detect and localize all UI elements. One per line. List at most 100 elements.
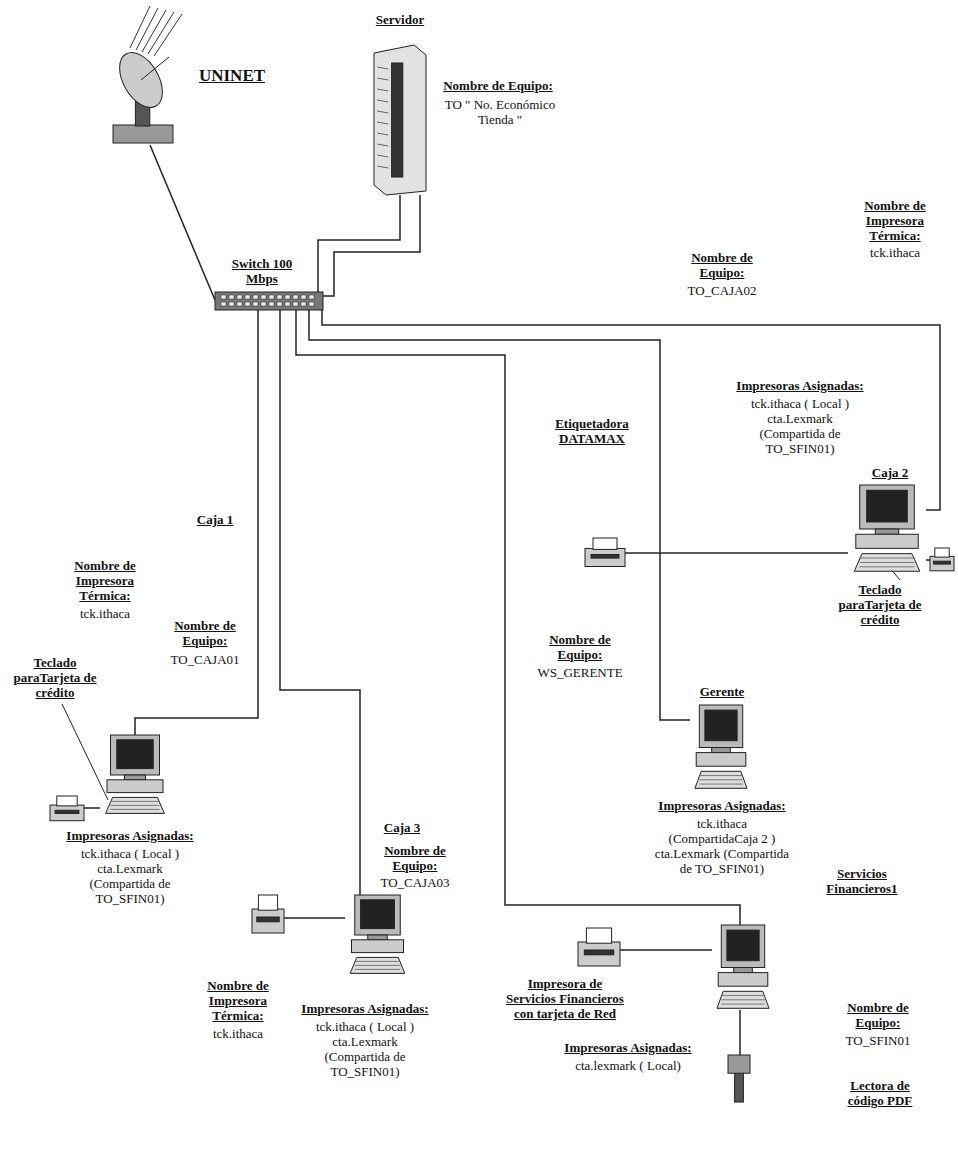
icon-part (721, 925, 764, 968)
network-cable (318, 195, 400, 292)
icon-part (377, 122, 388, 124)
server-tower: ServidorNombre de Equipo:TO " No. Económ… (358, 45, 438, 195)
icon-part (245, 302, 250, 306)
thermal-printer: Nombre de Impresora Térmica:tck.ithaca (930, 548, 954, 572)
icon-part (293, 302, 298, 306)
icon-part (229, 302, 234, 306)
icon-part (935, 548, 949, 557)
icon-part (377, 155, 388, 157)
barcode-reader: Lectora de código PDF (728, 1055, 750, 1103)
icon-part (111, 735, 160, 775)
workstation: Caja 1Nombre de Equipo:TO_CAJA01Impresor… (100, 735, 170, 815)
device-detail: tck.ithaca (60, 606, 150, 621)
workstation: GerenteNombre de Equipo:WS_GERENTEImpres… (690, 705, 752, 790)
icon-part (860, 558, 915, 559)
icon-part (377, 89, 388, 91)
icon-part (111, 805, 160, 806)
icon-part (55, 810, 79, 813)
icon-part (696, 753, 746, 767)
network-cable (135, 310, 258, 735)
network-printer: Impresora de Servicios Financieros con t… (578, 928, 620, 968)
icon-part (309, 302, 314, 306)
icon-part (285, 302, 290, 306)
icon-part (269, 302, 274, 306)
device-heading: Nombre de Equipo: (672, 250, 772, 280)
icon-part (585, 549, 625, 567)
network-cable (620, 949, 712, 951)
device-heading: Impresoras Asignadas: (553, 1040, 703, 1055)
icon-part (141, 57, 169, 80)
device-heading: Servidor (355, 12, 445, 27)
icon-part (930, 548, 954, 571)
network-cable (926, 559, 930, 561)
icon-part (586, 928, 611, 943)
device-detail: tck.ithaca (193, 1026, 283, 1041)
pc-icon (712, 925, 774, 1010)
icon-part (875, 529, 898, 534)
icon-part (699, 775, 742, 776)
icon-part (252, 909, 284, 933)
icon-part (111, 45, 171, 115)
icon-part (293, 295, 298, 299)
icon-part (585, 538, 625, 567)
device-detail: TO_SFIN01 (828, 1033, 928, 1048)
icon-part (377, 144, 388, 146)
icon-part (860, 566, 915, 567)
device-detail: TO_CAJA01 (160, 652, 250, 667)
icon-part (368, 935, 388, 940)
icon-part (350, 895, 405, 973)
device-heading: Gerente (687, 684, 757, 699)
icon-part (854, 485, 920, 571)
icon-part (712, 748, 731, 753)
icon-part (860, 485, 915, 529)
printer-icon (930, 548, 954, 572)
icon-part (50, 796, 84, 821)
icon-part (867, 490, 908, 522)
device-heading: Nombre de Equipo: (375, 843, 455, 873)
device-detail: tck.ithaca ( Local ) cta.Lexmark (Compar… (65, 846, 195, 906)
icon-part (106, 735, 165, 813)
icon-part (593, 538, 617, 549)
icon-part (721, 995, 764, 996)
icon-part (578, 942, 620, 966)
leader-line (62, 704, 108, 800)
signal-ray (154, 14, 182, 56)
switch-icon (215, 292, 323, 310)
icon-part (591, 555, 619, 559)
icon-part (261, 302, 266, 306)
pc-icon (100, 735, 170, 815)
labeler-icon (585, 538, 625, 568)
icon-part (221, 302, 226, 306)
icon-part (856, 534, 918, 548)
icon-part (301, 295, 306, 299)
icon-part (355, 961, 401, 962)
pc-icon (848, 485, 926, 573)
icon-part (377, 78, 388, 80)
network-cable (309, 310, 690, 720)
device-detail: TO_CAJA03 (375, 875, 455, 890)
icon-part (695, 771, 747, 788)
device-heading: Caja 3 (372, 820, 432, 835)
device-heading: Switch 100 Mbps (222, 256, 302, 286)
icon-part (111, 801, 160, 802)
device-label: Teclado paraTarjeta de crédito (830, 582, 930, 627)
device-heading: Etiquetadora DATAMAX (537, 416, 647, 446)
device-heading: Nombre de Impresora Térmica: (845, 198, 945, 243)
icon-part (728, 1055, 750, 1073)
device-heading: Nombre de Impresora Térmica: (193, 978, 283, 1023)
device-heading: Impresoras Asignadas: (55, 828, 205, 843)
icon-part (57, 796, 77, 806)
network-cable (284, 917, 345, 919)
icon-part (728, 1055, 750, 1102)
icon-part (215, 292, 323, 310)
icon-part (113, 125, 173, 143)
icon-part (374, 45, 426, 195)
icon-part (721, 1004, 764, 1005)
icon-part (125, 775, 146, 780)
icon-part (695, 705, 747, 788)
workstation: Caja 2Nombre de Equipo:TO_CAJA02Impresor… (848, 485, 926, 573)
icon-part (50, 805, 84, 821)
thermal-printer: Nombre de Impresora Térmica:tck.ithaca (50, 796, 84, 822)
device-heading: Servicios Financieros1 (807, 866, 917, 896)
